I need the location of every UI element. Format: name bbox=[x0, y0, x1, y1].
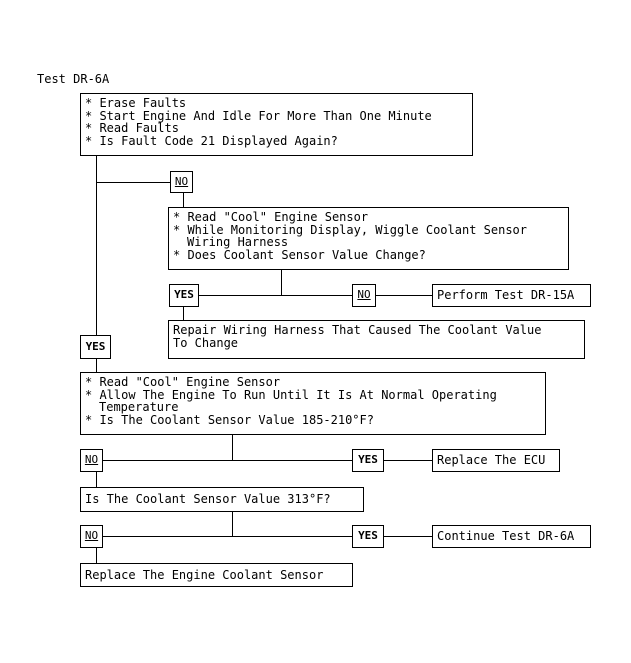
connector bbox=[96, 182, 170, 183]
yes-label: YES bbox=[169, 284, 199, 307]
step-line: * While Monitoring Display, Wiggle Coola… bbox=[173, 222, 528, 237]
step-line: * Is Fault Code 21 Displayed Again? bbox=[85, 133, 338, 148]
diagram-title: Test DR-6A bbox=[37, 72, 110, 86]
step-perform-test-dr-15a: Perform Test DR-15A bbox=[432, 284, 591, 307]
step-line: * Read "Cool" Engine Sensor bbox=[173, 210, 369, 224]
connector bbox=[384, 460, 432, 461]
connector bbox=[96, 548, 97, 563]
step-line: * Is The Coolant Sensor Value 185-210°F? bbox=[85, 412, 374, 427]
yes-label: YES bbox=[352, 449, 384, 472]
step-line: Wiring Harness bbox=[187, 235, 289, 249]
step-continue-test-dr-6a: Continue Test DR-6A bbox=[432, 525, 591, 548]
step-check-313f: Is The Coolant Sensor Value 313°F? bbox=[80, 487, 364, 512]
no-label: NO bbox=[352, 284, 376, 307]
step-line: To Change bbox=[173, 335, 239, 350]
step-line: * Does Coolant Sensor Value Change? bbox=[173, 247, 426, 262]
step-line: * Erase Faults bbox=[85, 96, 187, 110]
connector bbox=[376, 295, 432, 296]
connector bbox=[199, 295, 352, 296]
connector bbox=[232, 435, 233, 460]
step-line: * Read "Cool" Engine Sensor bbox=[85, 375, 281, 389]
step-line: Continue Test DR-6A bbox=[437, 529, 575, 543]
connector bbox=[96, 156, 97, 335]
yes-label: YES bbox=[80, 335, 111, 359]
step-line: Replace The ECU bbox=[437, 453, 546, 467]
no-label: NO bbox=[80, 525, 103, 548]
connector bbox=[96, 472, 97, 487]
step-line: * Allow The Engine To Run Until It Is At… bbox=[85, 387, 497, 402]
step-line: Is The Coolant Sensor Value 313°F? bbox=[85, 492, 331, 506]
connector bbox=[183, 307, 184, 320]
connector bbox=[183, 193, 184, 207]
step-check-coolant-range: * Read "Cool" Engine Sensor * Allow The … bbox=[80, 372, 546, 435]
connector bbox=[96, 359, 97, 372]
no-label: NO bbox=[80, 449, 103, 472]
step-replace-coolant-sensor: Replace The Engine Coolant Sensor bbox=[80, 563, 353, 587]
connector bbox=[281, 270, 282, 295]
no-label: NO bbox=[170, 171, 193, 193]
step-replace-ecu: Replace The ECU bbox=[432, 449, 560, 472]
step-line: * Read Faults bbox=[85, 121, 179, 135]
step-line: Temperature bbox=[99, 400, 179, 414]
step-line: Repair Wiring Harness That Caused The Co… bbox=[173, 323, 542, 337]
step-line: Replace The Engine Coolant Sensor bbox=[85, 568, 324, 582]
step-line: Perform Test DR-15A bbox=[437, 288, 575, 302]
step-wiggle-harness: * Read "Cool" Engine Sensor * While Moni… bbox=[168, 207, 569, 270]
step-erase-faults: * Erase Faults * Start Engine And Idle F… bbox=[80, 93, 473, 156]
step-repair-wiring-harness: Repair Wiring Harness That Caused The Co… bbox=[168, 320, 585, 359]
connector bbox=[103, 536, 352, 537]
connector bbox=[384, 536, 432, 537]
connector bbox=[232, 512, 233, 536]
step-line: * Start Engine And Idle For More Than On… bbox=[85, 108, 432, 123]
connector bbox=[103, 460, 352, 461]
yes-label: YES bbox=[352, 525, 384, 548]
